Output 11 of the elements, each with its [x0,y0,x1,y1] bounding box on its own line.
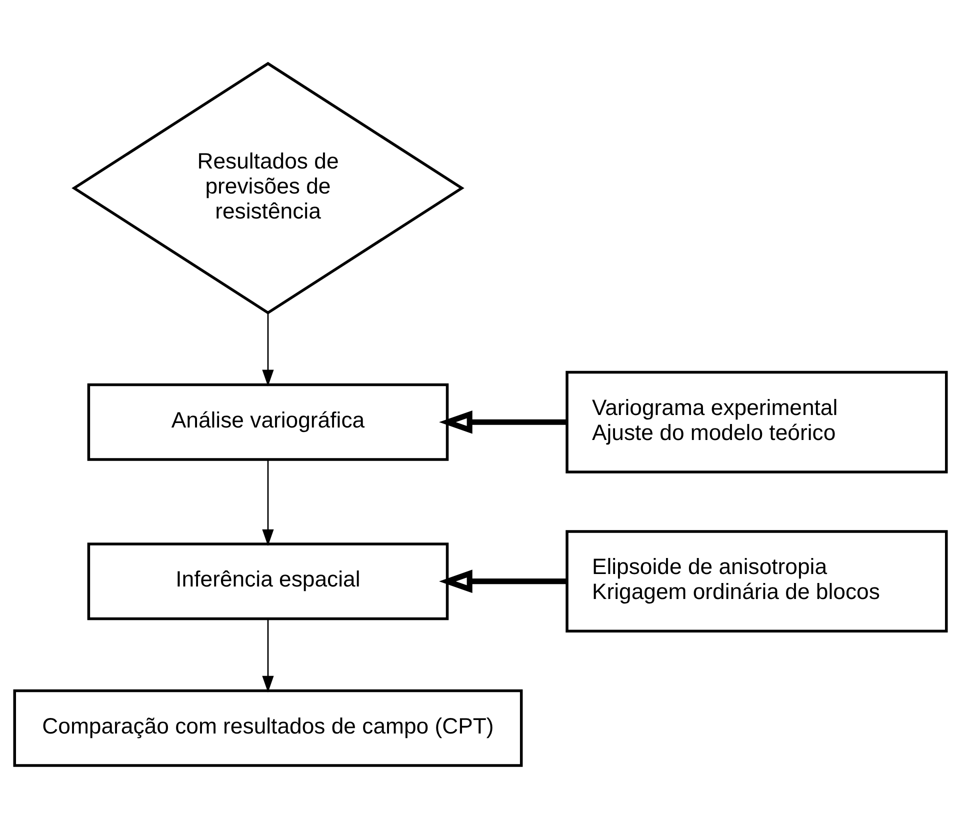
arrow [262,459,274,546]
node-box: Análise variográfica [86,382,448,460]
arrow [262,312,274,386]
node-box: Comparação com resultados de campo (CPT) [12,688,522,766]
node-box: Variograma experimental Ajuste do modelo teórico [565,370,948,473]
arrow [262,618,274,692]
arrow [438,569,566,592]
node-diamond: Resultados de previsões de resistência [71,61,464,314]
arrow [438,410,566,434]
node-box: Inferência espacial [86,542,448,620]
node-box: Elipsoide de anisotropia Krigagem ordinária de blocos [565,530,948,632]
